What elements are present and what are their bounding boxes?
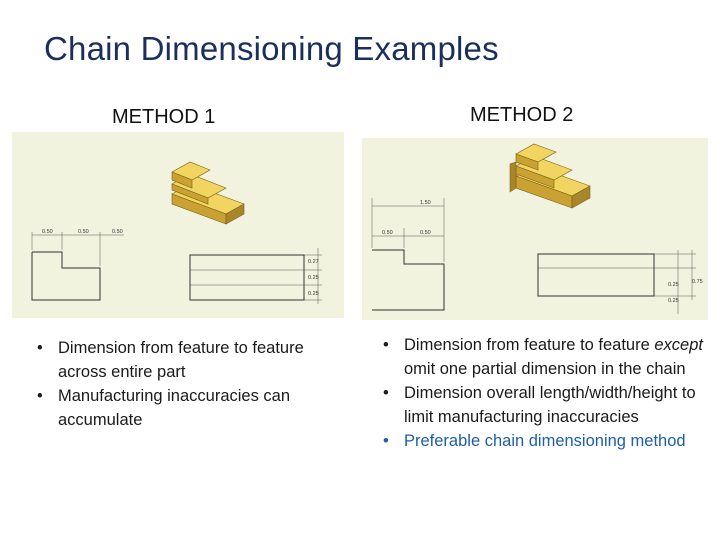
list-item: • Dimension overall length/width/height t… — [366, 381, 711, 429]
method-2-drawing: 1.50 0.50 0.50 0.75 0.25 0.25 — [371, 143, 703, 314]
method-1-drawing-panel: 0.50 0.50 0.50 0.27 0.25 0.25 — [12, 132, 344, 318]
m2-dim-side-2: 0.25 — [668, 282, 679, 288]
method-1-drawing: 0.50 0.50 0.50 0.27 0.25 0.25 — [31, 161, 322, 304]
m2-dim-top-3: 0.50 — [420, 230, 431, 236]
bullet-text: Dimension from feature to feature across… — [58, 339, 304, 381]
bullet-text: Dimension overall length/width/height to… — [404, 384, 696, 426]
method-2-drawing-panel: 1.50 0.50 0.50 0.75 0.25 0.25 — [362, 138, 708, 320]
m2-dim-side-1: 0.75 — [692, 279, 703, 285]
bullet-text: Preferable chain dimensioning method — [404, 432, 686, 450]
front-view-outline — [31, 251, 101, 301]
method-2-label: METHOD 2 — [470, 104, 574, 126]
m2-dim-top-1: 1.50 — [420, 200, 431, 206]
list-item: • Dimension from feature to feature excep… — [366, 333, 711, 381]
m2-dim-top-2: 0.50 — [382, 230, 393, 236]
bullet-icon: • — [37, 339, 43, 357]
bullet-icon: • — [383, 384, 389, 402]
stairs-isometric-icon — [171, 161, 245, 225]
m1-dim-side-1: 0.27 — [308, 259, 319, 265]
method-1-label: METHOD 1 — [112, 106, 216, 128]
bullet-icon: • — [383, 336, 389, 354]
list-item: • Manufacturing inaccuracies can accumula… — [20, 384, 350, 432]
method-1-bullet-list: • Dimension from feature to feature acros… — [20, 336, 350, 432]
m2-dim-side-3: 0.25 — [668, 298, 679, 304]
bullet-text-end: omit one partial dimension in the chain — [404, 360, 686, 378]
m1-dim-side-2: 0.25 — [308, 275, 319, 281]
stairs-isometric-icon — [509, 143, 591, 209]
bullet-text: Manufacturing inaccuracies can accumulat… — [58, 387, 291, 429]
front-view-outline — [372, 249, 445, 311]
m1-dim-top-2: 0.50 — [78, 229, 89, 235]
slide-title: Chain Dimensioning Examples — [44, 30, 499, 67]
list-item: • Dimension from feature to feature acros… — [20, 336, 350, 384]
m1-dim-top-1: 0.50 — [42, 229, 53, 235]
m1-dim-side-3: 0.25 — [308, 291, 319, 297]
bullet-icon: • — [383, 432, 389, 450]
list-item-highlight: • Preferable chain dimensioning method — [366, 429, 711, 453]
bullet-text-emphasis: except — [654, 336, 703, 354]
method-2-bullet-list: • Dimension from feature to feature excep… — [366, 333, 711, 453]
bullet-icon: • — [37, 387, 43, 405]
m1-dim-top-3: 0.50 — [112, 229, 123, 235]
bullet-text-start: Dimension from feature to feature — [404, 336, 655, 354]
